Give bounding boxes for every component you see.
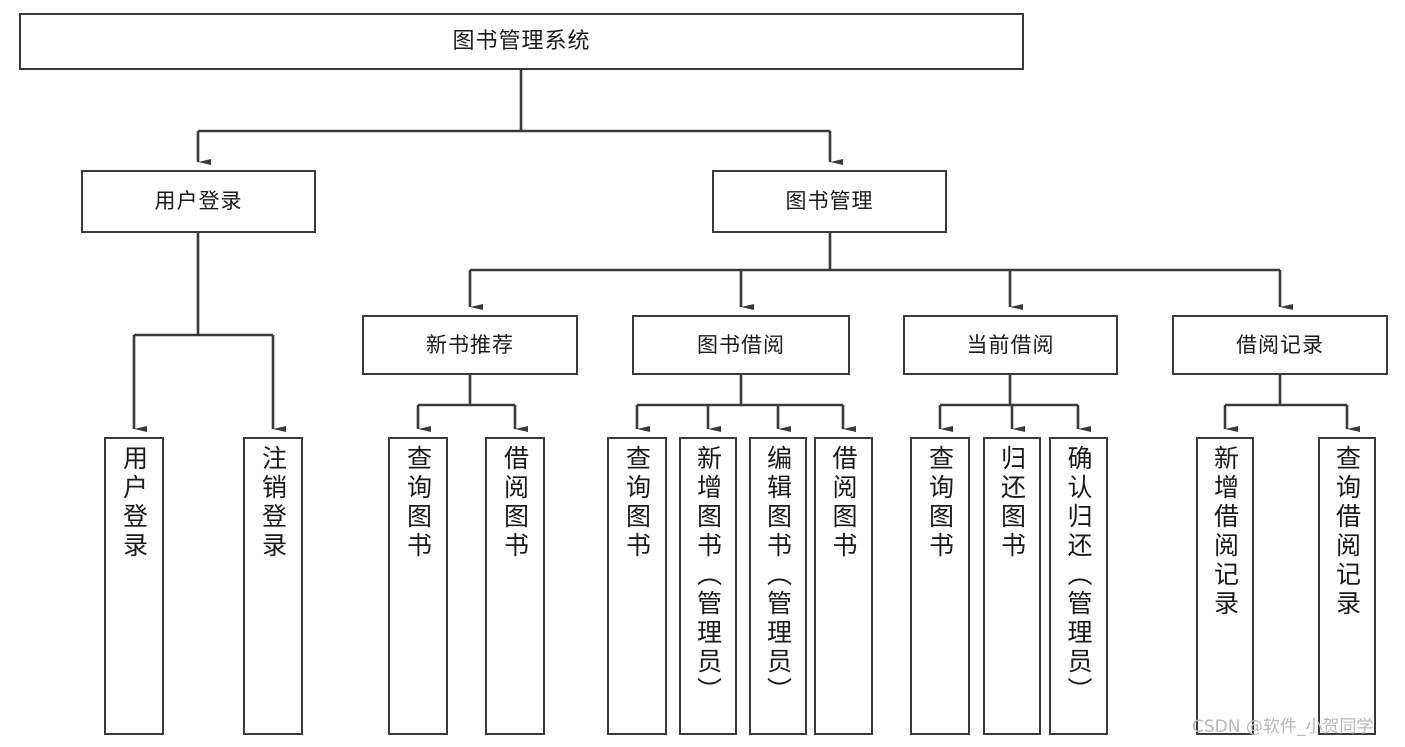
node-leaf-return-book-label: 归还图书 <box>997 445 1027 561</box>
node-leaf-edit-book-label: 编辑图书（管理员） <box>763 445 793 706</box>
node-leaf-edit-book[interactable]: 编辑图书（管理员） <box>749 437 807 735</box>
node-borrow-record-label: 借阅记录 <box>1236 332 1324 357</box>
node-leaf-borrow-book-2-label: 借阅图书 <box>829 445 858 561</box>
node-user-login-label: 用户登录 <box>154 189 243 214</box>
node-leaf-borrow-book-1[interactable]: 借阅图书 <box>485 437 545 735</box>
node-leaf-add-record[interactable]: 新增借阅记录 <box>1196 437 1254 735</box>
node-new-book-recommend-label: 新书推荐 <box>426 332 514 357</box>
node-root-label: 图书管理系统 <box>452 28 591 54</box>
node-leaf-add-record-label: 新增借阅记录 <box>1210 445 1240 619</box>
node-leaf-query-book-3-label: 查询图书 <box>925 445 955 561</box>
node-leaf-query-book-2[interactable]: 查询图书 <box>607 437 667 735</box>
node-new-book-recommend[interactable]: 新书推荐 <box>362 315 578 375</box>
node-current-borrow[interactable]: 当前借阅 <box>903 315 1118 375</box>
node-leaf-query-record-label: 查询借阅记录 <box>1332 445 1362 619</box>
node-leaf-user-logout-label: 注销登录 <box>258 445 288 561</box>
node-leaf-return-book[interactable]: 归还图书 <box>983 437 1041 735</box>
node-current-borrow-label: 当前借阅 <box>966 332 1055 357</box>
node-leaf-borrow-book-1-label: 借阅图书 <box>500 445 530 561</box>
node-leaf-query-record[interactable]: 查询借阅记录 <box>1318 437 1376 735</box>
node-leaf-query-book-1-label: 查询图书 <box>403 445 433 561</box>
node-leaf-confirm-return-label: 确认归还（管理员） <box>1064 445 1093 706</box>
node-user-login[interactable]: 用户登录 <box>81 170 316 233</box>
node-leaf-query-book-3[interactable]: 查询图书 <box>910 437 970 735</box>
node-leaf-confirm-return[interactable]: 确认归还（管理员） <box>1049 437 1108 735</box>
node-leaf-query-book-2-label: 查询图书 <box>622 445 652 561</box>
node-leaf-user-login[interactable]: 用户登录 <box>104 437 164 735</box>
node-book-borrow-label: 图书借阅 <box>697 332 785 357</box>
node-book-borrow[interactable]: 图书借阅 <box>632 315 850 375</box>
node-book-manage-label: 图书管理 <box>785 189 874 214</box>
node-root[interactable]: 图书管理系统 <box>19 13 1024 70</box>
node-leaf-add-book-label: 新增图书（管理员） <box>693 445 723 706</box>
node-book-manage[interactable]: 图书管理 <box>712 170 947 233</box>
node-leaf-user-logout[interactable]: 注销登录 <box>243 437 303 735</box>
node-leaf-borrow-book-2[interactable]: 借阅图书 <box>814 437 873 735</box>
node-leaf-query-book-1[interactable]: 查询图书 <box>388 437 448 735</box>
node-leaf-user-login-label: 用户登录 <box>119 445 149 561</box>
node-leaf-add-book[interactable]: 新增图书（管理员） <box>679 437 737 735</box>
node-borrow-record[interactable]: 借阅记录 <box>1172 315 1388 375</box>
